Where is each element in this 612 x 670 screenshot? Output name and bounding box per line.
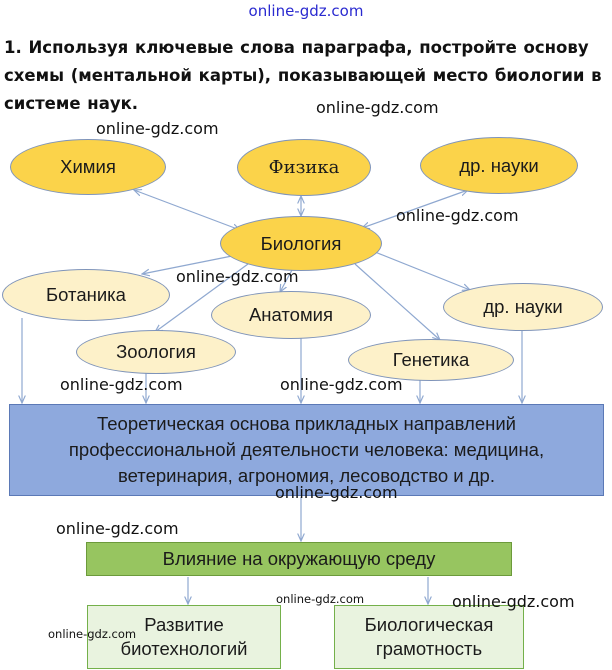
biotech-line-1: Развитие — [144, 614, 224, 635]
watermark: online-gdz.com — [96, 119, 219, 138]
watermark: online-gdz.com — [176, 267, 299, 286]
link-biology-genetics — [354, 263, 440, 340]
node-anatomy-label: Анатомия — [248, 304, 334, 325]
literacy-line-2: грамотность — [375, 638, 483, 659]
link-chemistry-biology — [134, 190, 240, 230]
node-zoology: Зоология — [76, 330, 236, 374]
literacy-box: Биологическая грамотность — [334, 605, 524, 669]
link-other-biology — [362, 190, 468, 228]
node-genetics: Генетика — [348, 339, 514, 381]
watermark: online-gdz.com — [280, 375, 403, 394]
node-other-sciences-top-label: др. науки — [459, 154, 539, 176]
environment-box: Влияние на окружающую среду — [86, 542, 512, 576]
watermark: online-gdz.com — [316, 98, 439, 117]
watermark: online-gdz.com — [275, 483, 398, 502]
node-biology: Биология — [220, 216, 382, 271]
link-biology-anatomy — [280, 269, 293, 292]
node-botany-label: Ботаника — [46, 284, 126, 305]
node-other-sciences-right-label: др. науки — [483, 296, 563, 317]
node-genetics-label: Генетика — [392, 349, 470, 370]
node-physics: Физика — [237, 139, 371, 196]
task-text: 1. Используя ключевые слова параграфа, п… — [4, 38, 602, 113]
top-watermark: online-gdz.com — [248, 2, 364, 20]
watermark: online-gdz.com — [56, 519, 179, 538]
watermark: online-gdz.com — [396, 206, 519, 225]
watermark: online-gdz.com — [48, 627, 137, 641]
link-biology-other-right — [374, 251, 470, 290]
literacy-line-1: Биологическая — [364, 614, 494, 635]
link-biology-botany — [142, 255, 233, 274]
node-anatomy: Анатомия — [211, 291, 371, 339]
watermark: online-gdz.com — [452, 592, 575, 611]
link-biology-zoology — [155, 263, 249, 332]
watermark: online-gdz.com — [276, 592, 365, 606]
node-chemistry: Химия — [10, 139, 166, 195]
node-zoology-label: Зоология — [116, 341, 196, 362]
node-other-sciences-right: др. науки — [443, 283, 603, 331]
node-physics-label: Физика — [268, 157, 340, 178]
theory-box: Теоретическая основа прикладных направле… — [9, 404, 604, 496]
node-botany: Ботаника — [2, 269, 170, 321]
biotech-line-2: биотехнологий — [120, 638, 248, 659]
watermark: online-gdz.com — [60, 375, 183, 394]
node-other-sciences-top: др. науки — [420, 137, 578, 194]
biotech-box: Развитие биотехнологий — [87, 605, 281, 669]
node-chemistry-label: Химия — [60, 156, 116, 177]
node-biology-label: Биология — [260, 232, 342, 254]
